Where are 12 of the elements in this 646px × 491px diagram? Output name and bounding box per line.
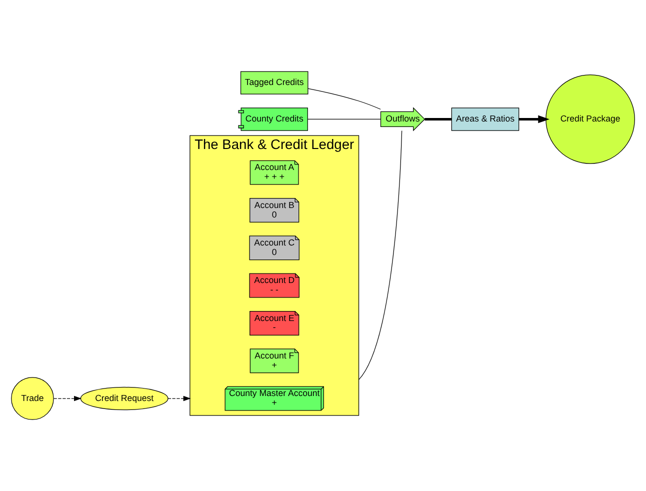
node-ellipse: Credit Request xyxy=(80,386,168,410)
node-box: Tagged Credits xyxy=(240,70,308,94)
node-box: Areas & Ratios xyxy=(451,107,520,130)
arrow xyxy=(168,395,191,401)
node-circle: Credit Package xyxy=(546,74,635,164)
connector xyxy=(307,118,381,120)
arrow xyxy=(519,114,550,123)
connector xyxy=(308,88,381,110)
connector xyxy=(424,117,452,120)
node-circle: Trade xyxy=(11,376,54,420)
connector xyxy=(358,130,402,380)
arrow xyxy=(54,395,82,401)
